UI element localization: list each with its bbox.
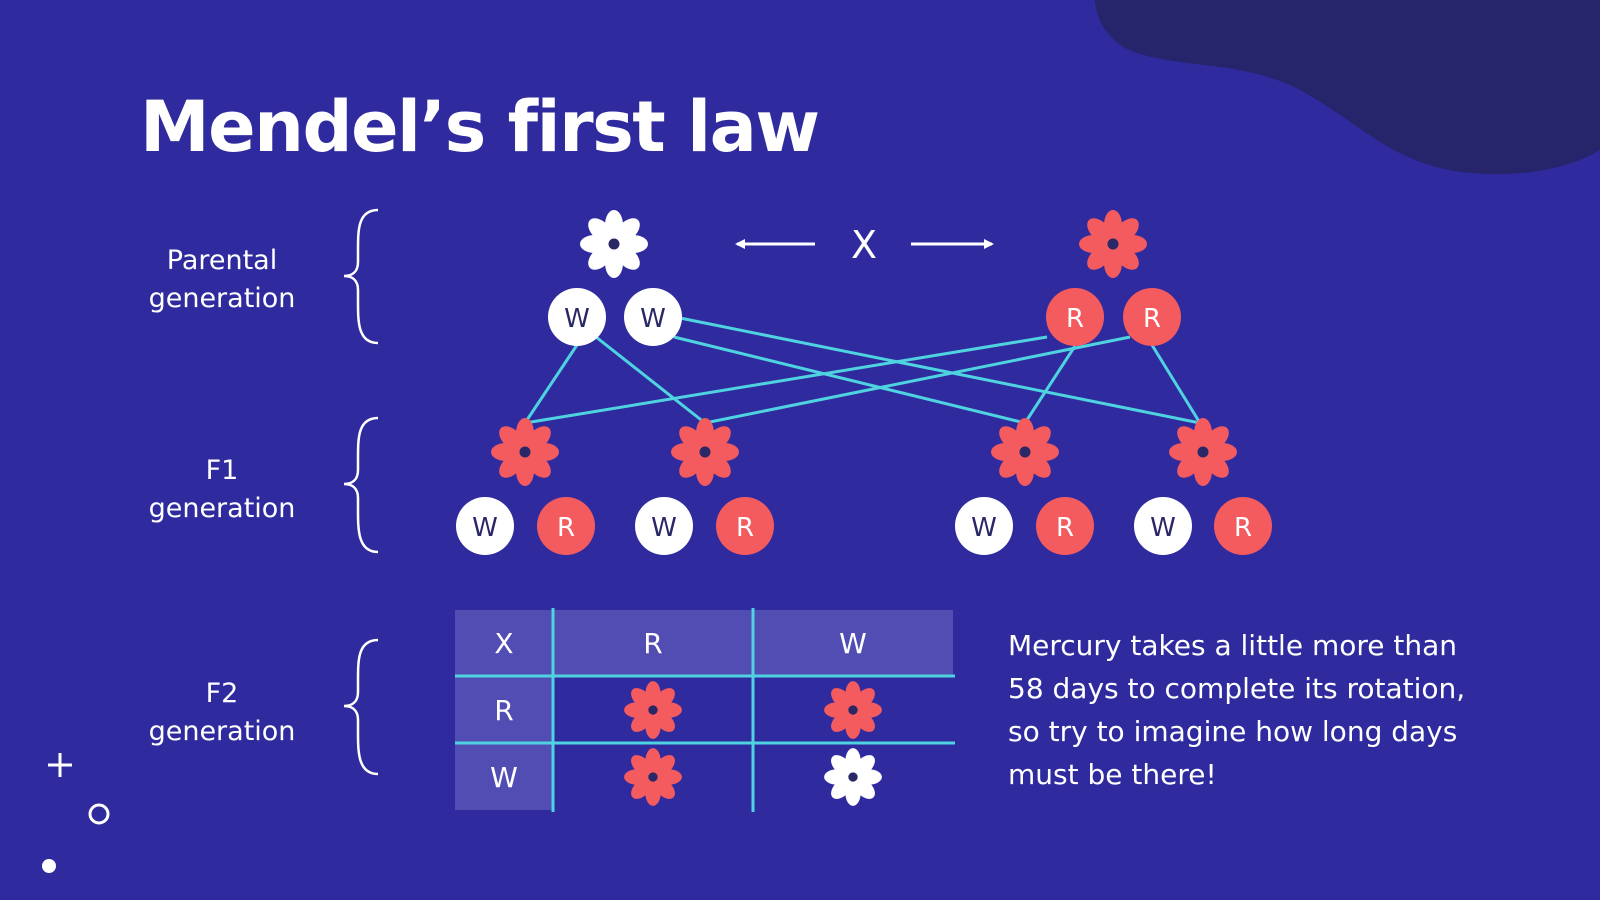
dot-icon (42, 859, 56, 873)
allele-circle: W (1134, 497, 1192, 555)
label-f1-generation: F1 generation (122, 452, 322, 528)
table-column-header: W (839, 627, 867, 660)
note-text: Mercury takes a little more than 58 days… (1008, 629, 1466, 791)
table-corner: X (494, 627, 513, 660)
table-row-header: R (494, 694, 513, 727)
allele-label: R (1234, 513, 1252, 543)
allele-circle: R (1046, 288, 1104, 346)
allele-label: R (1143, 304, 1161, 334)
allele-label: W (640, 304, 666, 334)
allele-label: R (1066, 304, 1084, 334)
allele-label: W (651, 513, 677, 543)
red-flower-icon (624, 748, 682, 806)
label-line: F1 (205, 455, 239, 486)
label-line: F2 (205, 678, 239, 709)
table-cell (455, 610, 553, 676)
allele-label: W (564, 304, 590, 334)
red-flower-icon (991, 418, 1059, 486)
red-flower-icon (1169, 418, 1237, 486)
table-cell (455, 676, 553, 743)
allele-circle: W (456, 497, 514, 555)
brace-f1 (343, 416, 379, 554)
allele-label: W (472, 513, 498, 543)
label-parental-generation: Parental generation (122, 242, 322, 318)
red-flower-icon (624, 681, 682, 739)
table-cell (455, 743, 553, 810)
white-flower-icon (580, 210, 648, 278)
punnett-square: X R W R W (455, 608, 955, 812)
allele-circle: R (1214, 497, 1272, 555)
allele-circle: W (624, 288, 682, 346)
allele-circle: W (955, 497, 1013, 555)
allele-circle: R (1036, 497, 1094, 555)
allele-circle: R (1123, 288, 1181, 346)
brace-f2 (343, 638, 379, 776)
allele-label: W (1150, 513, 1176, 543)
table-cell (753, 610, 953, 676)
allele-circle: W (635, 497, 693, 555)
table-row-header: W (490, 761, 518, 794)
red-flower-icon (1079, 210, 1147, 278)
allele-label: W (971, 513, 997, 543)
label-f2-generation: F2 generation (122, 675, 322, 751)
ring-icon (88, 803, 110, 825)
brace-parental (343, 208, 379, 345)
label-line: generation (148, 493, 296, 524)
label-line: generation (148, 283, 296, 314)
page-title: Mendel’s first law (140, 86, 820, 168)
table-column-header: R (643, 627, 662, 660)
red-flower-icon (824, 681, 882, 739)
allele-circle: R (537, 497, 595, 555)
cross-symbol: X (851, 223, 877, 267)
allele-label: R (1056, 513, 1074, 543)
allele-label: R (557, 513, 575, 543)
allele-label: R (736, 513, 754, 543)
red-flower-icon (671, 418, 739, 486)
allele-circle: R (716, 497, 774, 555)
label-line: Parental (166, 245, 278, 276)
plus-icon (48, 753, 72, 777)
table-cell (553, 610, 753, 676)
red-flower-icon (491, 418, 559, 486)
allele-circle: W (548, 288, 606, 346)
inheritance-lines (523, 316, 1202, 425)
white-flower-icon (824, 748, 882, 806)
label-line: generation (148, 716, 296, 747)
